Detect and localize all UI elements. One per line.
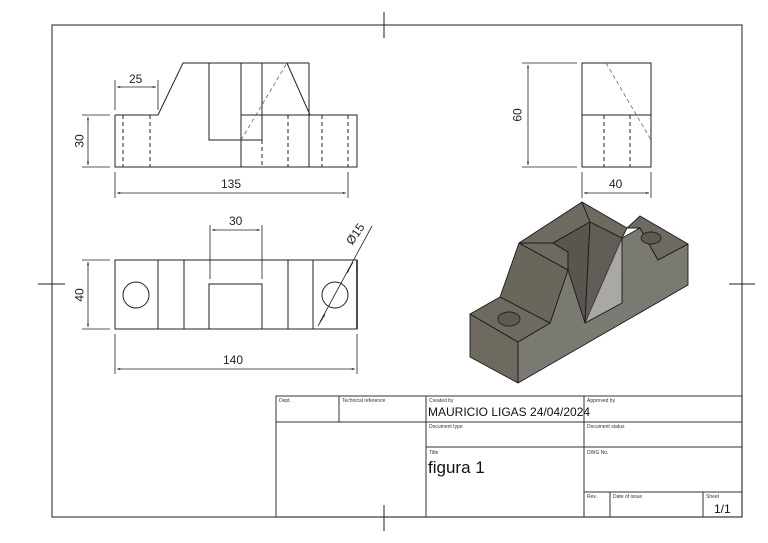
sheet-value: 1/1	[714, 502, 731, 516]
approved-by-label: Approved by	[587, 398, 616, 404]
dim-top-depth: 40	[72, 288, 87, 302]
dept-label: Dept.	[279, 398, 291, 404]
technical-reference-label: Technical reference	[342, 398, 386, 404]
dim-slot-width: 30	[229, 214, 243, 228]
dwg-no-label: DWG No.	[587, 450, 609, 456]
side-view	[522, 62, 652, 198]
created-by-label: Created by	[429, 398, 454, 404]
document-status-label: Document status	[587, 424, 625, 430]
dim-base-height: 30	[72, 134, 87, 148]
date-of-issue-label: Date of issue	[613, 494, 643, 500]
dim-flange-width: 25	[129, 72, 143, 86]
title-block	[275, 395, 743, 518]
dim-side-width: 40	[609, 177, 623, 191]
top-view	[82, 225, 373, 374]
sheet-label: Sheet	[706, 494, 720, 500]
isometric-model	[469, 201, 689, 384]
document-type-label: Document type	[429, 424, 463, 430]
title-label: Title	[429, 450, 439, 456]
title-value: figura 1	[428, 458, 485, 477]
dim-overall-length-135: 135	[221, 177, 242, 191]
dim-side-height: 60	[510, 108, 525, 122]
dim-overall-length-140: 140	[223, 353, 244, 367]
rev-label: Rev.	[587, 494, 597, 500]
front-view	[82, 62, 358, 198]
created-by-value: MAURICIO LIGAS 24/04/2024	[428, 405, 591, 419]
